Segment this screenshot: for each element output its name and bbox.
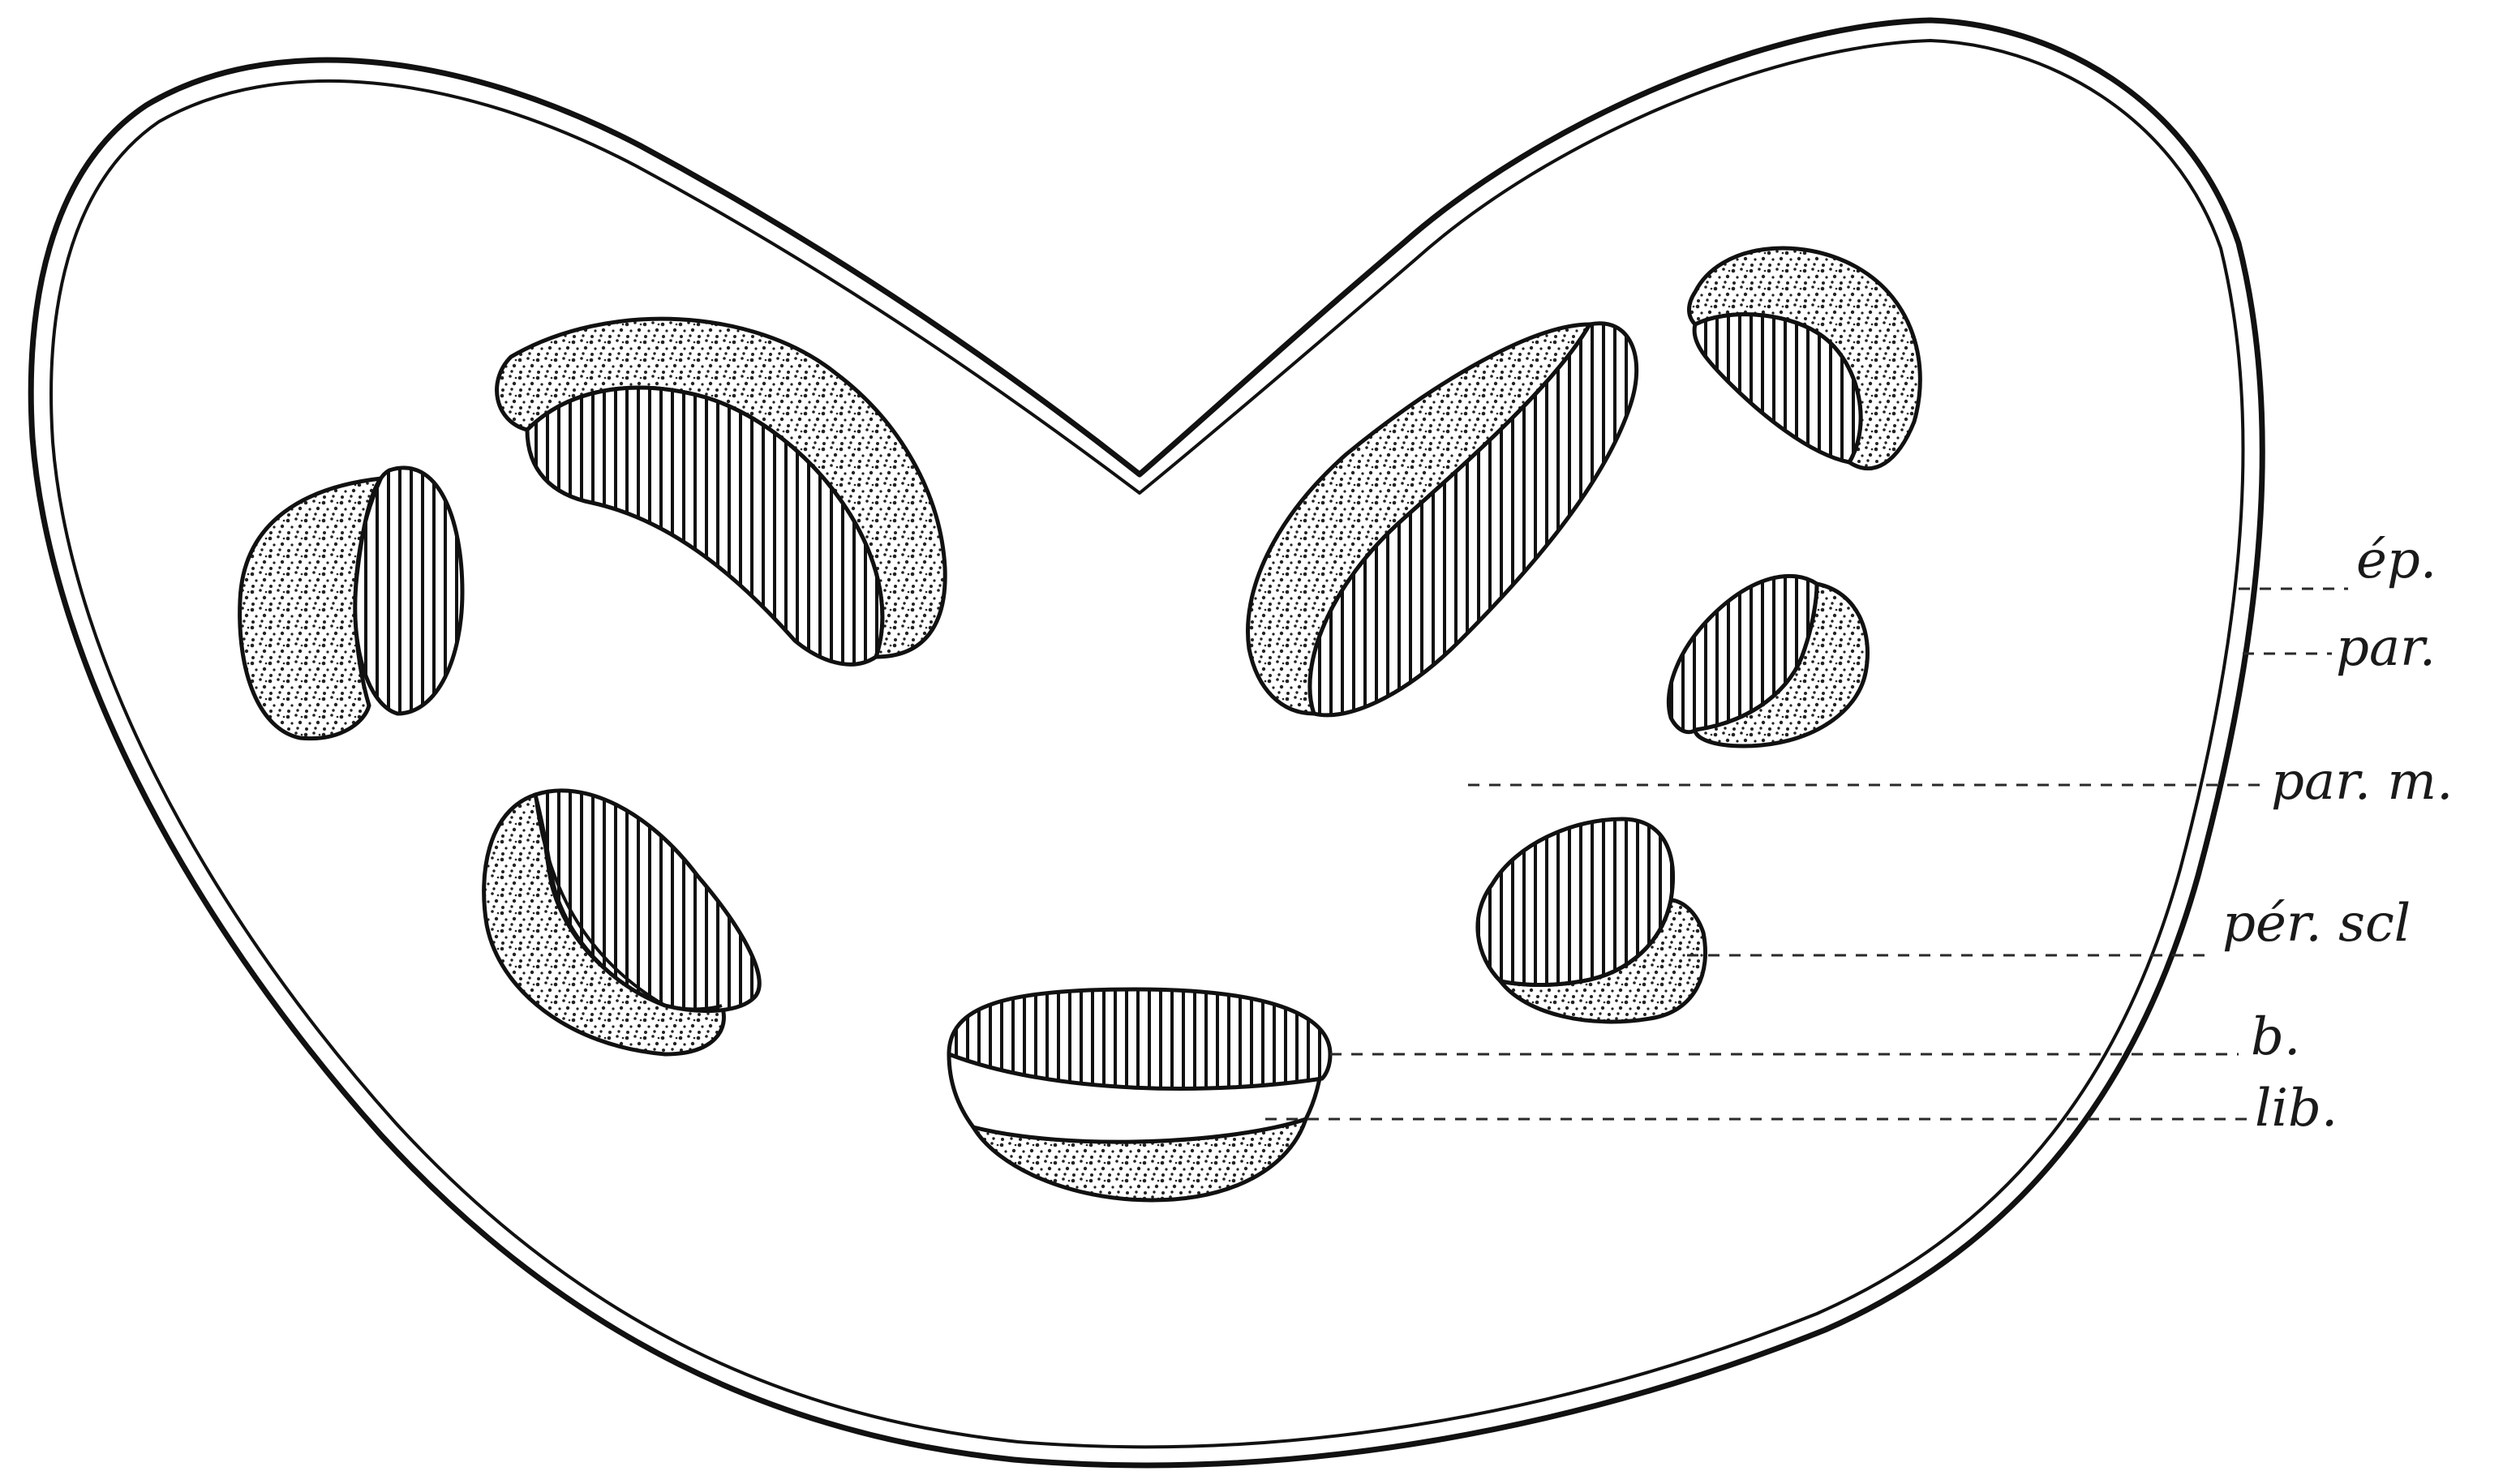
vascular-bundle-5 <box>1248 324 1637 715</box>
epidermis-inner-outline <box>51 41 2243 1447</box>
vascular-bundle-1 <box>240 468 462 739</box>
label-par: par. <box>2336 618 2436 678</box>
vascular-bundle-7 <box>1668 576 1867 746</box>
vascular-bundle-8 <box>1478 819 1706 1022</box>
label-b: b. <box>2251 1007 2300 1067</box>
label-lib: lib. <box>2255 1079 2338 1139</box>
vascular-bundle-3 <box>484 791 760 1054</box>
epidermis-outer-outline <box>31 20 2262 1465</box>
label-par-m: par. m. <box>2271 752 2453 812</box>
label-per-scl: pér. scl <box>2222 894 2411 954</box>
vascular-bundle-6 <box>1689 248 1921 469</box>
label-ep: ép. <box>2356 530 2436 590</box>
vascular-bundle-4 <box>949 989 1330 1200</box>
vascular-bundle-2 <box>497 319 946 664</box>
